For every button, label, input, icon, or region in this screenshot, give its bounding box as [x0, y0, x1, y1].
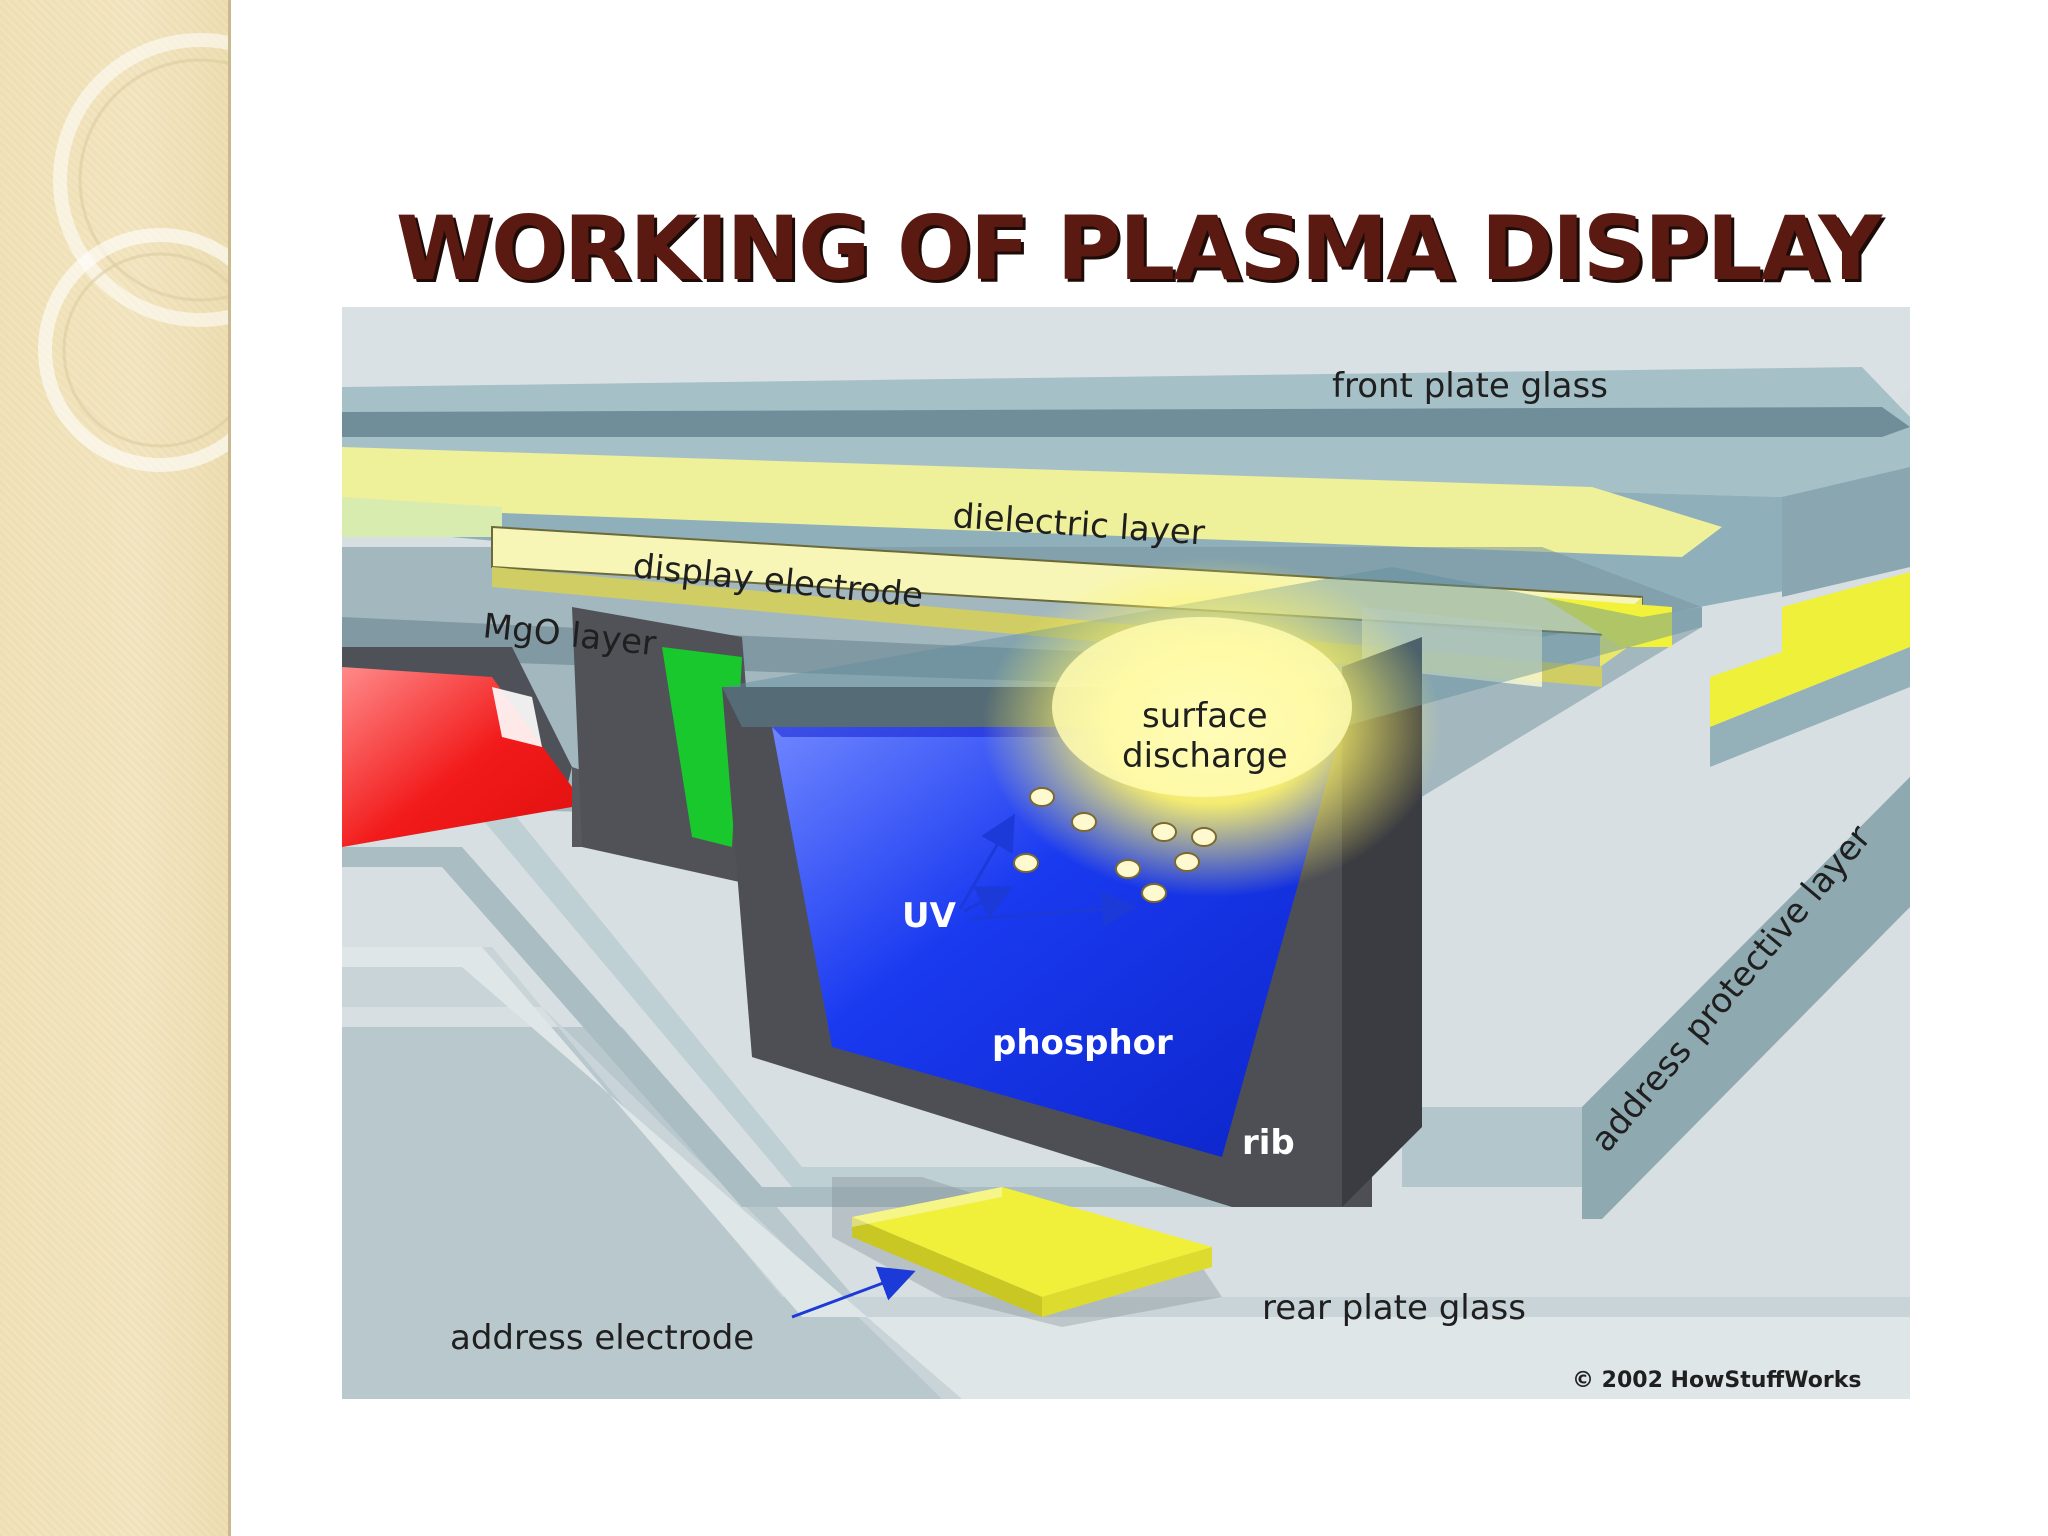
label-phosphor: phosphor: [992, 1023, 1173, 1063]
label-surface-discharge-line2: discharge: [1122, 736, 1288, 776]
slide-title: WORKING OF PLASMA DISPLAY: [395, 196, 1882, 300]
address-protective-layer: [1402, 777, 1910, 1219]
uv-arrows: [958, 813, 1138, 928]
label-address-electrode: address electrode: [450, 1318, 754, 1358]
copyright-notice: © 2002 HowStuffWorks: [1572, 1368, 1861, 1393]
dielectric-layer: [342, 447, 1910, 767]
label-front-plate-glass: front plate glass: [1332, 366, 1608, 406]
diagram-canvas: front plate glass dielectric layer displ…: [342, 307, 1910, 1399]
red-phosphor-cell: [342, 647, 602, 847]
plasma-display-diagram: front plate glass dielectric layer displ…: [342, 307, 1910, 1399]
label-rear-plate-glass: rear plate glass: [1262, 1288, 1526, 1328]
uv-particles: [1013, 787, 1217, 903]
decorative-rings: [38, 33, 228, 472]
label-uv: UV: [902, 896, 957, 936]
address-electrode: [832, 1177, 1222, 1327]
label-surface-discharge-line1: surface: [1142, 696, 1268, 736]
address-electrode-arrow: [791, 1266, 916, 1319]
label-rib: rib: [1242, 1123, 1295, 1163]
rear-plate-glass: [342, 787, 1910, 1399]
surface-discharge-glow: [982, 557, 1442, 897]
green-phosphor-cell: [572, 607, 762, 887]
decorative-side-band: [0, 0, 231, 1536]
